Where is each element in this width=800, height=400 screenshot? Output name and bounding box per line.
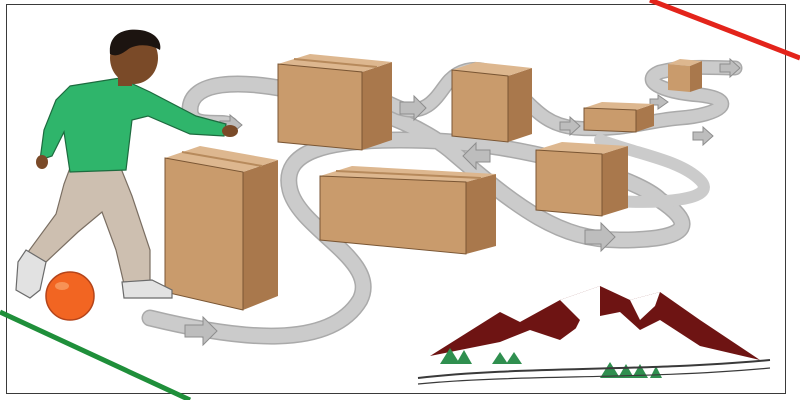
ball bbox=[45, 271, 95, 321]
arrow-icon bbox=[584, 221, 616, 253]
box-obstacle bbox=[451, 62, 532, 143]
shoe bbox=[15, 249, 47, 299]
shirt bbox=[39, 77, 227, 173]
arrow-icon bbox=[559, 115, 581, 137]
arrow-icon bbox=[719, 57, 741, 79]
box-obstacle bbox=[164, 146, 278, 311]
shoe bbox=[121, 279, 173, 299]
cardboard-boxes bbox=[164, 54, 702, 311]
mountain-logo bbox=[417, 286, 771, 385]
pants bbox=[27, 165, 151, 285]
hair bbox=[109, 29, 161, 56]
child-dribbling-ball bbox=[15, 29, 238, 321]
hand bbox=[36, 155, 48, 169]
box-obstacle bbox=[535, 142, 628, 217]
hand bbox=[222, 125, 238, 137]
arrow-icon bbox=[399, 94, 427, 122]
arrow-icon bbox=[184, 315, 218, 347]
box-obstacle bbox=[319, 166, 496, 255]
arrow-icon bbox=[462, 141, 491, 171]
arrow-icon bbox=[649, 94, 669, 110]
ball-highlight bbox=[55, 282, 69, 290]
green-corner-line bbox=[0, 309, 192, 400]
box-obstacle bbox=[277, 54, 392, 151]
direction-arrows bbox=[184, 57, 741, 347]
red-corner-line bbox=[649, 0, 800, 61]
arrow-icon bbox=[692, 125, 714, 147]
box-obstacle bbox=[668, 59, 702, 92]
image-frame bbox=[6, 4, 786, 394]
box-obstacle bbox=[583, 102, 654, 133]
